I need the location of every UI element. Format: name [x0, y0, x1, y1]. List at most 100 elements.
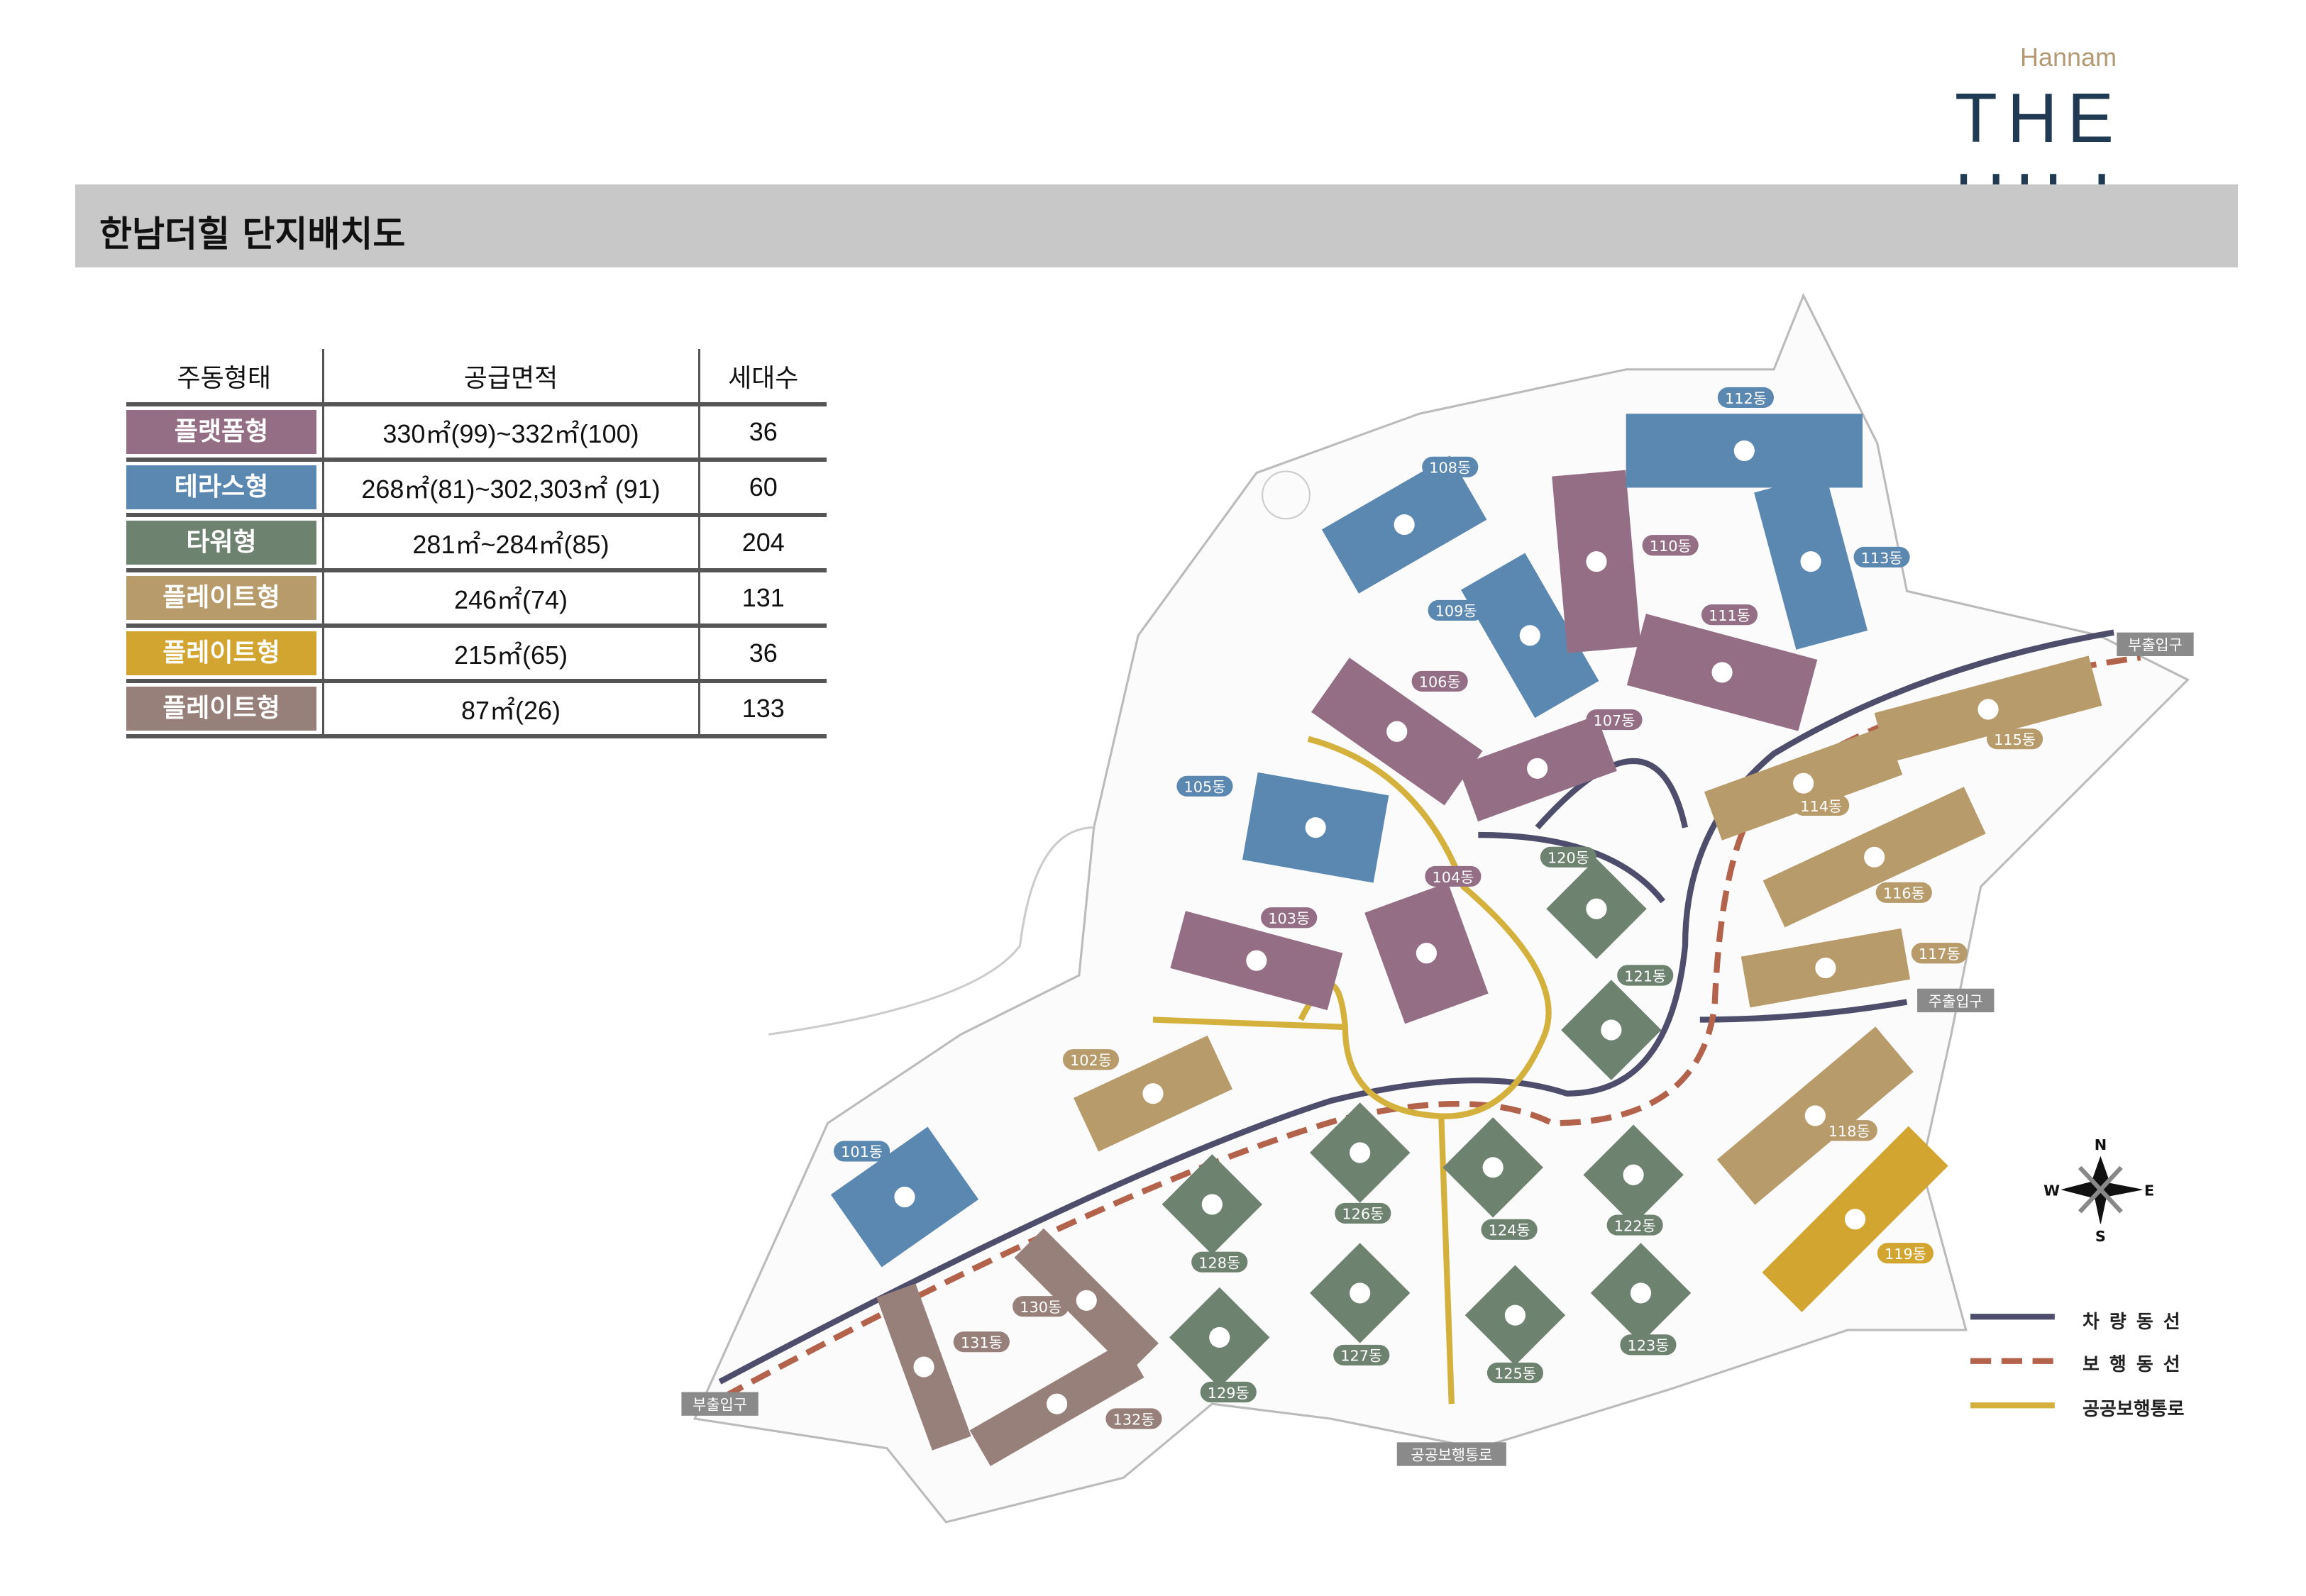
type-cell: 플랫폼형 [126, 404, 324, 462]
building-label: 109동 [1435, 603, 1477, 620]
header-type: 주동형태 [126, 349, 324, 406]
entrance-label-bg [1396, 1442, 1506, 1466]
compass-n: N [2095, 1136, 2107, 1153]
building-label-bg [1540, 846, 1596, 868]
unit-marker [1209, 1326, 1230, 1348]
unit-marker [1630, 1282, 1652, 1304]
unit-marker [1047, 1393, 1068, 1414]
title-bar: 한남더힐 단지배치도 [75, 184, 2238, 267]
building-label: 129동 [1208, 1385, 1249, 1402]
page-title: 한남더힐 단지배치도 [99, 214, 406, 255]
unit-marker [1386, 721, 1408, 742]
building-label-bg [1191, 1251, 1248, 1273]
unit-marker [1350, 1282, 1371, 1304]
unit-marker [1201, 1194, 1223, 1215]
unit-marker [1394, 514, 1415, 536]
type-cell: 플레이트형 [126, 570, 324, 628]
building-label: 114동 [1800, 798, 1842, 815]
unit-marker [1519, 625, 1540, 646]
building-label-bg [1425, 865, 1482, 887]
building-label: 105동 [1184, 779, 1225, 796]
building-label: 108동 [1429, 460, 1471, 477]
building-label-bg [1333, 1344, 1390, 1365]
area-cell: 87㎡(26) [323, 681, 700, 738]
unit-type-table: 주동형태 공급면적 세대수 플랫폼형 330㎡(99)~332㎡(100) 36… [126, 349, 827, 738]
area-cell: 215㎡(65) [323, 626, 700, 683]
unit-marker [1804, 1105, 1826, 1126]
type-chip: 플레이트형 [126, 576, 316, 620]
type-chip: 테라스형 [126, 465, 316, 509]
units-cell: 60 [699, 460, 827, 517]
building-label-bg [1717, 387, 1774, 408]
building-label-bg [1428, 599, 1484, 621]
type-cell: 타워형 [126, 515, 324, 572]
building-label: 120동 [1548, 850, 1589, 867]
building-label-bg [1620, 1334, 1677, 1356]
unit-marker [1076, 1290, 1097, 1311]
building-label: 126동 [1342, 1206, 1384, 1223]
entrance-label: 공공보행통로 [1411, 1446, 1492, 1463]
units-cell: 204 [699, 515, 827, 572]
unit-marker [1845, 1209, 1866, 1230]
table-row: 플랫폼형 330㎡(99)~332㎡(100) 36 [126, 404, 827, 462]
unit-marker [1711, 662, 1733, 683]
building-label: 103동 [1268, 910, 1310, 927]
building-label: 122동 [1614, 1217, 1656, 1234]
unit-marker [1246, 950, 1267, 971]
building-label: 118동 [1828, 1123, 1870, 1140]
building-label: 131동 [961, 1334, 1003, 1351]
entrance-label: 부출입구 [693, 1397, 747, 1414]
type-cell: 플레이트형 [126, 626, 324, 683]
legend-label: 차량동선 [2082, 1312, 2190, 1333]
building-label-bg [1821, 1120, 1877, 1141]
vehicle-route [718, 629, 2114, 1385]
unit-marker [1815, 958, 1836, 979]
unit-marker [1864, 846, 1885, 868]
entrance-label-bg [681, 1392, 758, 1416]
building-label: 130동 [1020, 1299, 1061, 1316]
area-cell: 281㎡~284㎡(85) [323, 515, 700, 572]
type-chip: 플레이트형 [126, 631, 316, 675]
building-label: 111동 [1709, 607, 1750, 624]
unit-marker [1527, 758, 1548, 779]
building-label-bg [1877, 1243, 1933, 1264]
building-label: 102동 [1070, 1052, 1112, 1069]
building-label: 101동 [841, 1143, 883, 1160]
building-label-bg [1335, 1202, 1391, 1224]
building-label-bg [1481, 1219, 1538, 1240]
building-label: 123동 [1627, 1337, 1669, 1354]
table-row: 테라스형 268㎡(81)~302,303㎡ (91) 60 [126, 460, 827, 517]
building-label-bg [1411, 670, 1468, 692]
building-label-bg [1875, 882, 1932, 903]
building-label: 112동 [1725, 390, 1767, 407]
area-cell: 268㎡(81)~302,303㎡ (91) [323, 460, 700, 517]
building-label: 110동 [1650, 538, 1692, 555]
building-label-bg [1606, 1214, 1663, 1236]
building-label-bg [1987, 728, 2043, 750]
unit-marker [1793, 772, 1814, 794]
type-cell: 테라스형 [126, 460, 324, 517]
table-header: 주동형태 공급면적 세대수 [126, 349, 827, 406]
pedestrian-route [722, 654, 2141, 1400]
compass-w: W [2043, 1182, 2060, 1199]
unit-marker [1601, 1019, 1622, 1041]
building-label: 106동 [1419, 674, 1461, 691]
area-cell: 330㎡(99)~332㎡(100) [323, 404, 700, 462]
unit-marker [1623, 1164, 1644, 1185]
compass-s: S [2095, 1228, 2106, 1245]
building-label-bg [1617, 965, 1674, 986]
building-label-bg [1642, 535, 1699, 556]
entrance-label: 부출입구 [2128, 637, 2183, 654]
type-chip: 플랫폼형 [126, 410, 316, 454]
building-label-bg [953, 1331, 1010, 1353]
building-label: 125동 [1494, 1365, 1536, 1382]
unit-marker [1977, 699, 1999, 720]
building-label-bg [834, 1141, 890, 1162]
circle-feature [1262, 470, 1311, 520]
building-label-bg [1911, 943, 1968, 964]
building-label-bg [1793, 794, 1850, 816]
unit-marker [913, 1356, 934, 1378]
building-label: 117동 [1919, 946, 1960, 963]
